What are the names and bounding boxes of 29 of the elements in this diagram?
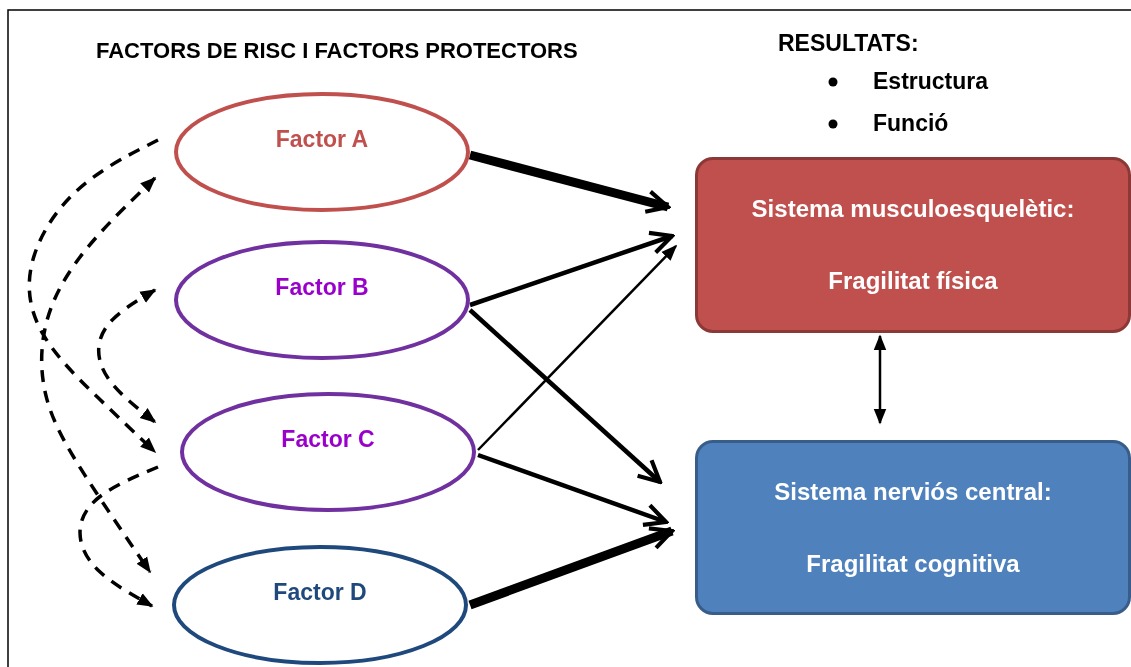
- factor-label: Factor C: [281, 426, 375, 453]
- arrow: [468, 526, 675, 610]
- arrow: [469, 230, 675, 308]
- dashed-arrow: [39, 176, 157, 574]
- dashed-arrow: [96, 288, 157, 424]
- outcome-box: [695, 440, 1131, 615]
- factor-label: Factor B: [275, 274, 369, 301]
- factor-ellipse: [172, 545, 468, 665]
- factor-ellipse: [180, 392, 476, 512]
- dashed-arrow: [27, 138, 159, 454]
- outcome-label: Fragilitat cognitiva: [806, 549, 1020, 578]
- arrow: [477, 244, 678, 451]
- bullet-item: Funció: [873, 110, 949, 137]
- bullet-item: Estructura: [873, 68, 989, 95]
- arrow: [468, 308, 663, 485]
- diagram-title: FACTORS DE RISC I FACTORS PROTECTORS: [96, 38, 578, 64]
- dashed-arrow: [78, 465, 159, 608]
- factor-ellipse: [174, 240, 470, 360]
- arrow: [468, 150, 671, 214]
- factor-label: Factor A: [275, 126, 369, 153]
- arrow: [477, 452, 669, 527]
- system-heading: Sistema nerviós central:: [774, 477, 1052, 506]
- system-heading: Sistema musculoesquelètic:: [751, 195, 1075, 223]
- outcome-label: Fragilitat física: [828, 267, 998, 295]
- results-heading: RESULTATS:: [778, 30, 919, 57]
- factor-label: Factor D: [273, 579, 367, 606]
- factor-ellipse: [174, 92, 470, 212]
- arrow: [873, 334, 887, 425]
- outcome-box: [695, 157, 1131, 333]
